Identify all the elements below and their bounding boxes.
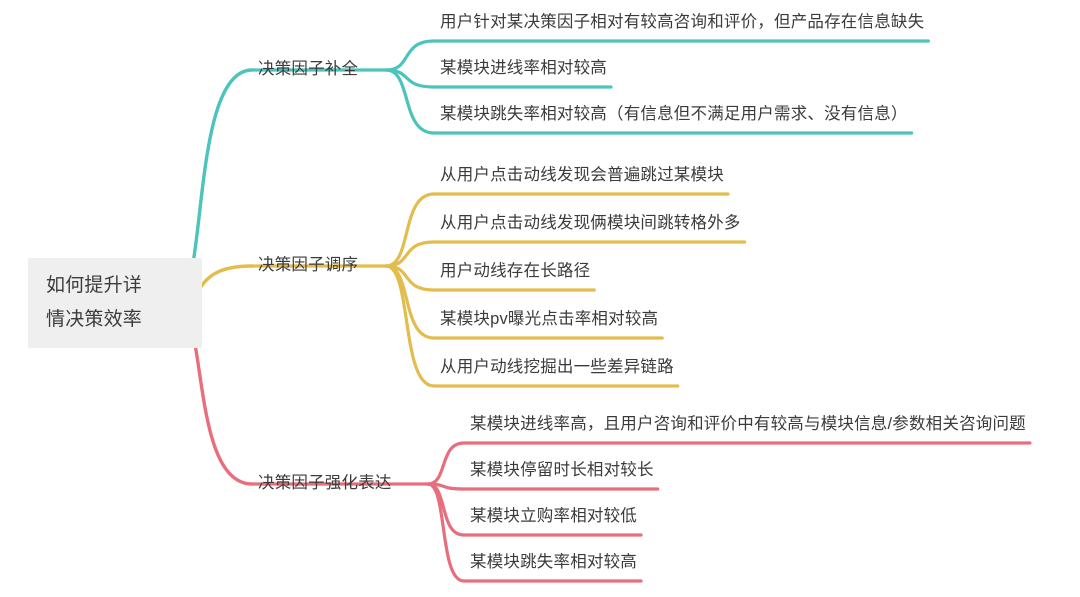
branch-node-2[interactable]: 决策因子调序 [258, 253, 358, 278]
leaf-node[interactable]: 某模块停留时长相对较长 [470, 458, 654, 483]
leaf-node-label: 从用户动线挖掘出一些差异链路 [440, 358, 674, 376]
root-node-line2: 情决策效率 [46, 309, 143, 330]
leaf-node-label: 用户针对某决策因子相对有较高咨询和评价，但产品存在信息缺失 [440, 13, 925, 31]
leaf-node[interactable]: 某模块进线率高，且用户咨询和评价中有较高与模块信息/参数相关咨询问题 [470, 412, 1026, 437]
leaf-node-label: 某模块进线率高，且用户咨询和评价中有较高与模块信息/参数相关咨询问题 [470, 415, 1026, 433]
leaf-node[interactable]: 用户针对某决策因子相对有较高咨询和评价，但产品存在信息缺失 [440, 10, 924, 35]
leaf-node[interactable]: 某模块进线率相对较高 [440, 56, 607, 81]
leaf-node-label: 某模块跳失率相对较高 [470, 553, 637, 571]
leaf-node[interactable]: 用户动线存在长路径 [440, 259, 590, 284]
leaf-node-label: 某模块进线率相对较高 [440, 59, 607, 77]
leaf-node[interactable]: 从用户点击动线发现俩模块间跳转格外多 [440, 211, 741, 236]
leaf-node-label: 从用户点击动线发现俩模块间跳转格外多 [440, 214, 741, 232]
leaf-node[interactable]: 某模块跳失率相对较高（有信息但不满足用户需求、没有信息） [440, 102, 908, 127]
branch-node-label: 决策因子调序 [258, 256, 359, 274]
leaf-node-label: 某模块跳失率相对较高（有信息但不满足用户需求、没有信息） [440, 105, 908, 123]
leaf-node-label: 某模块立购率相对较低 [470, 507, 637, 525]
leaf-node-label: 某模块pv曝光点击率相对较高 [440, 310, 659, 328]
leaf-node[interactable]: 某模块跳失率相对较高 [470, 550, 637, 575]
branch-node-1[interactable]: 决策因子补全 [258, 57, 358, 82]
root-node[interactable]: 如何提升详 情决策效率 [28, 258, 202, 348]
branch-node-3[interactable]: 决策因子强化表达 [258, 471, 392, 496]
branch-node-label: 决策因子补全 [258, 60, 359, 78]
leaf-node[interactable]: 某模块立购率相对较低 [470, 504, 637, 529]
leaf-node[interactable]: 从用户点击动线发现会普遍跳过某模块 [440, 163, 724, 188]
leaf-node[interactable]: 某模块pv曝光点击率相对较高 [440, 307, 658, 332]
leaf-node[interactable]: 从用户动线挖掘出一些差异链路 [440, 355, 674, 380]
leaf-node-label: 用户动线存在长路径 [440, 262, 591, 280]
root-node-line1: 如何提升详 [46, 275, 143, 296]
leaf-node-label: 某模块停留时长相对较长 [470, 461, 654, 479]
leaf-node-label: 从用户点击动线发现会普遍跳过某模块 [440, 166, 724, 184]
branch-node-label: 决策因子强化表达 [258, 474, 392, 492]
